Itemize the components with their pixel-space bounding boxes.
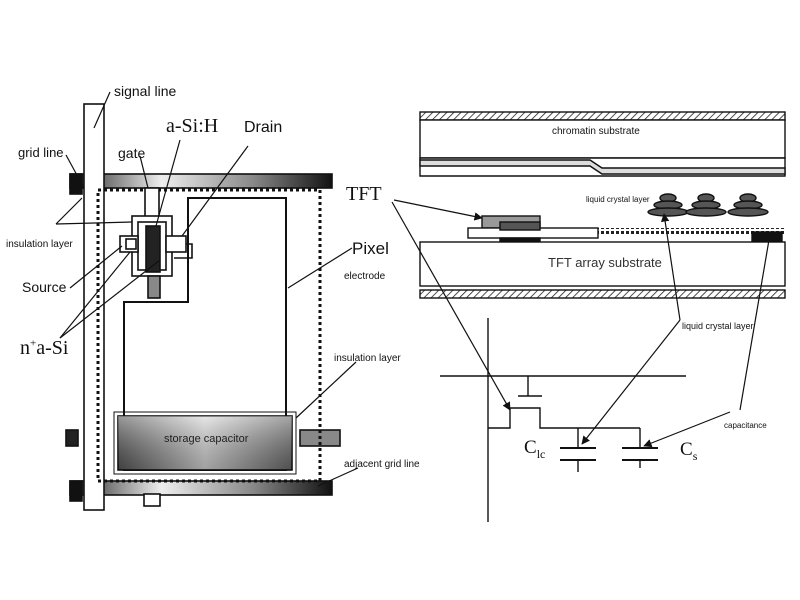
electrode-label: electrode (344, 271, 386, 282)
gate-label: gate (118, 145, 146, 161)
arrows (391, 199, 773, 448)
signal-line-bar (83, 103, 105, 511)
storage-capacitor-label: storage capacitor (164, 433, 249, 445)
tft-array-substrate-layer (419, 241, 786, 287)
source-label: Source (22, 279, 67, 295)
left-leader-lines (55, 91, 359, 487)
pixel-dotted-border (96, 188, 322, 483)
top-hatched-glass (419, 111, 786, 121)
liquid-crystal-layer-label-top: liquid crystal layer (586, 195, 650, 204)
drain-label: Drain (244, 119, 283, 136)
tft-array-substrate-label: TFT array substrate (548, 255, 662, 270)
pixel-layout (65, 103, 341, 511)
chromatin-substrate-label: chromatin substrate (552, 126, 640, 137)
signal-line-label: signal line (114, 83, 177, 99)
tft-label: TFT (346, 183, 382, 205)
liquid-crystal-layer-label-mid: liquid crystal layer (682, 321, 754, 331)
a-si-h-block (145, 225, 161, 273)
adjacent-grid-line-bar (69, 480, 333, 496)
equivalent-circuit (440, 318, 686, 522)
dotted-layer (598, 228, 785, 234)
bottom-hatched-glass (419, 289, 786, 299)
insulation-layer-label-left: insulation layer (6, 239, 73, 250)
capacitance-label: capacitance (724, 421, 767, 430)
grid-line-bar (69, 173, 333, 189)
cs-label: Cs (680, 439, 698, 463)
insulation-layer-label-right: insulation layer (334, 353, 401, 364)
grid-line-label: grid line (18, 145, 64, 160)
n-plus-a-si-label: n+a-Si (20, 337, 69, 359)
chromatin-substrate-layer (419, 119, 786, 159)
lc-droplets (647, 193, 769, 217)
a-si-h-label: a-Si:H (166, 115, 219, 137)
pixel-label: Pixel (352, 239, 389, 258)
adjacent-grid-line-label: adjacent grid line (344, 459, 420, 470)
clc-label: Clc (524, 437, 546, 461)
cross-section (419, 111, 786, 299)
